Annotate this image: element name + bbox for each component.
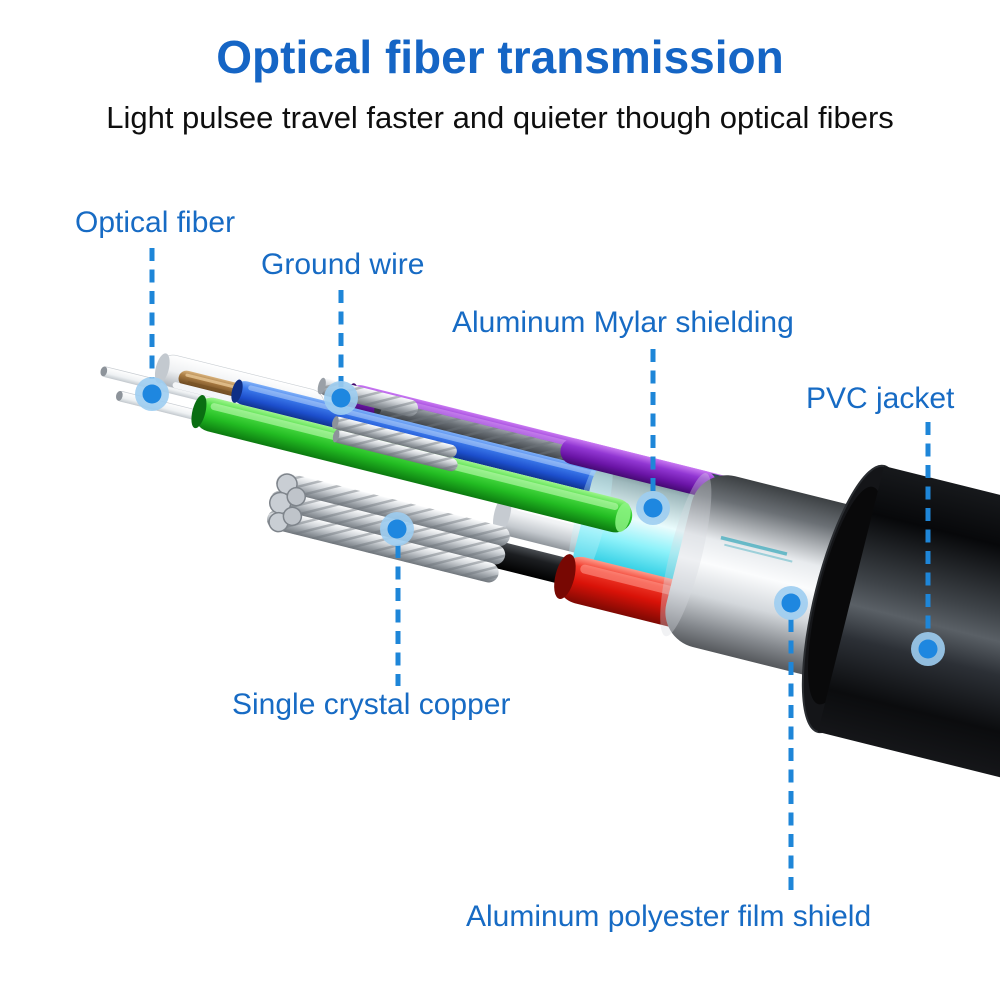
marker-pvc-jacket	[911, 632, 945, 666]
cable-illustration	[100, 353, 1000, 795]
label-pvc-jacket: PVC jacket	[806, 382, 955, 415]
label-ground-wire: Ground wire	[261, 248, 425, 281]
stranded-pair	[332, 416, 458, 472]
marker-dots	[135, 377, 945, 666]
marker-optical-fiber	[135, 377, 169, 411]
label-single-crystal-copper: Single crystal copper	[232, 688, 511, 721]
pvc-jacket-body	[801, 464, 1000, 795]
label-aluminum-mylar-shielding: Aluminum Mylar shielding	[452, 306, 794, 339]
marker-ground-wire	[324, 381, 358, 415]
marker-aluminum-polyester-film-shield	[774, 586, 808, 620]
label-aluminum-polyester-film-shield: Aluminum polyester film shield	[466, 900, 872, 933]
page-subtitle: Light pulsee travel faster and quieter t…	[106, 100, 894, 135]
label-optical-fiber: Optical fiber	[75, 206, 236, 239]
marker-single-crystal-copper	[380, 512, 414, 546]
purple-wire-overlap	[560, 438, 717, 497]
marker-aluminum-mylar-shielding	[636, 491, 670, 525]
page-title: Optical fiber transmission	[216, 31, 784, 83]
